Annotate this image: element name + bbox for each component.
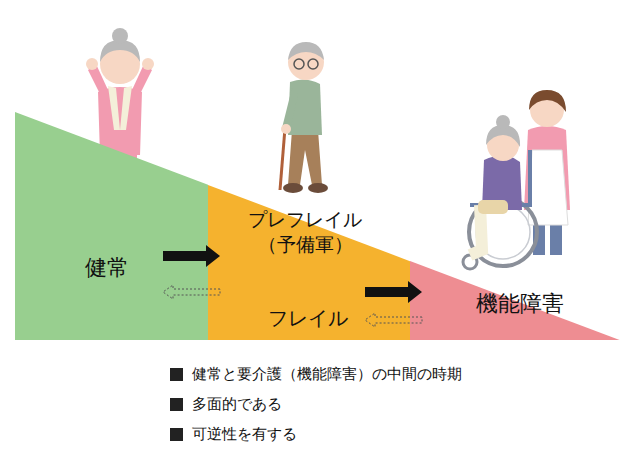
recovery-arrow bbox=[365, 313, 422, 327]
note-row: 健常と要介護（機能障害）の中間の時期 bbox=[170, 364, 462, 384]
band-shape bbox=[15, 112, 208, 340]
note-text: 可逆性を有する bbox=[192, 424, 297, 444]
bullet-square bbox=[170, 398, 183, 411]
note-row: 可逆性を有する bbox=[170, 424, 297, 444]
stage-label: プレフレイル （予備軍） bbox=[240, 207, 370, 256]
note-row: 多面的である bbox=[170, 394, 282, 414]
note-text: 多面的である bbox=[192, 394, 282, 414]
recovery-arrow bbox=[163, 285, 220, 299]
stage-label: 健常 bbox=[47, 254, 167, 283]
stage-band: プレフレイル （予備軍） フレイル bbox=[208, 185, 410, 340]
bullet-square bbox=[170, 428, 183, 441]
progress-arrow bbox=[163, 245, 220, 267]
care-persons bbox=[463, 90, 570, 269]
stage-label: フレイル bbox=[248, 305, 368, 331]
stage-band: 健常 bbox=[15, 112, 208, 340]
bullet-square bbox=[170, 368, 183, 381]
stage-label: 機能障害 bbox=[450, 290, 590, 319]
progress-arrow bbox=[365, 281, 422, 303]
note-text: 健常と要介護（機能障害）の中間の時期 bbox=[192, 364, 462, 384]
prefrail-person bbox=[280, 42, 328, 193]
stage-band: 機能障害 bbox=[410, 261, 620, 340]
